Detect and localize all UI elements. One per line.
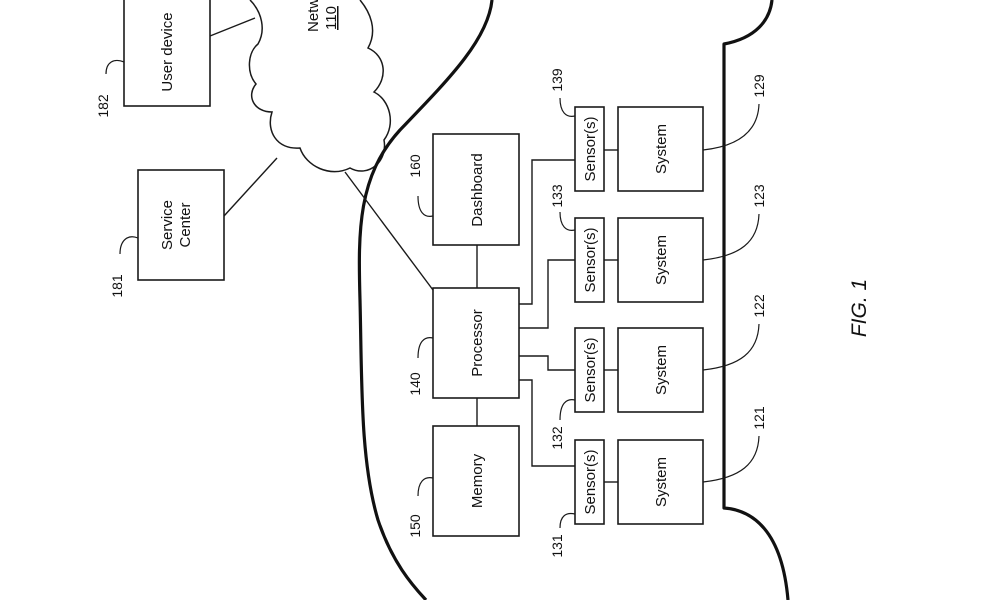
leader-140	[417, 337, 434, 359]
system-label-121: System	[653, 457, 670, 507]
service-center-label-line1: Service	[159, 200, 176, 250]
facility-boundary-right	[722, 0, 790, 600]
line-processor-sensor-133	[518, 259, 575, 329]
network-ref-label: 110	[323, 6, 340, 30]
system-label-122: System	[653, 345, 670, 395]
system-box-121	[617, 439, 704, 525]
ref-122: 122	[751, 294, 767, 318]
sensor-box-132	[574, 327, 605, 413]
sensor-label-139: Sensor(s)	[582, 116, 599, 181]
leader-132	[559, 399, 576, 421]
system-box-123	[617, 217, 704, 303]
service-center-box	[137, 169, 225, 281]
ref-132: 132	[549, 426, 565, 450]
memory-label: Memory	[469, 453, 486, 508]
ref-160: 160	[407, 154, 423, 178]
system-label-123: System	[653, 235, 670, 285]
leader-139	[559, 97, 576, 117]
service-center-label: Service Center	[159, 200, 194, 250]
line-network-processor	[344, 171, 434, 291]
leader-121	[702, 435, 760, 483]
system-box-129	[617, 106, 704, 192]
ref-123: 123	[751, 184, 767, 208]
processor-box	[432, 287, 520, 399]
leader-131	[559, 512, 576, 529]
sensor-label-132: Sensor(s)	[582, 337, 599, 402]
leader-129	[702, 103, 760, 151]
line-processor-sensor-131	[518, 379, 575, 467]
line-processor-sensor-139	[518, 159, 575, 305]
processor-label: Processor	[469, 309, 486, 377]
line-service-network	[223, 157, 278, 217]
ref-131: 131	[549, 534, 565, 558]
leader-182	[105, 59, 125, 75]
facility-boundary	[357, 0, 494, 600]
leader-122	[702, 323, 760, 371]
network-cloud	[248, 0, 392, 173]
sensor-label-133: Sensor(s)	[582, 227, 599, 292]
ref-181: 181	[109, 274, 125, 298]
leader-133	[559, 211, 576, 231]
ref-140: 140	[407, 372, 423, 396]
user-device-label: User device	[159, 12, 176, 91]
line-user-network	[209, 17, 256, 37]
service-center-label-line2: Center	[177, 202, 194, 247]
figure-label: FIG. 1	[848, 279, 871, 337]
sensor-box-133	[574, 217, 605, 303]
network-label-text: Network	[305, 0, 322, 32]
dashboard-box	[432, 133, 520, 246]
ref-129: 129	[751, 74, 767, 98]
user-device-box	[123, 0, 211, 107]
ref-150: 150	[407, 514, 423, 538]
leader-123	[702, 213, 760, 261]
memory-box	[432, 425, 520, 537]
ref-139: 139	[549, 68, 565, 92]
sensor-label-131: Sensor(s)	[582, 449, 599, 514]
leader-150	[417, 477, 434, 497]
system-box-122	[617, 327, 704, 413]
dashboard-label: Dashboard	[469, 153, 486, 226]
system-label-129: System	[653, 124, 670, 174]
ref-133: 133	[549, 184, 565, 208]
sensor-box-131	[574, 439, 605, 525]
sensor-box-139	[574, 106, 605, 192]
ref-121: 121	[751, 406, 767, 430]
leader-181	[119, 236, 139, 255]
leader-160	[417, 195, 434, 217]
network-label: Network	[305, 0, 322, 32]
line-processor-sensor-132	[518, 355, 575, 371]
ref-182: 182	[95, 94, 111, 118]
